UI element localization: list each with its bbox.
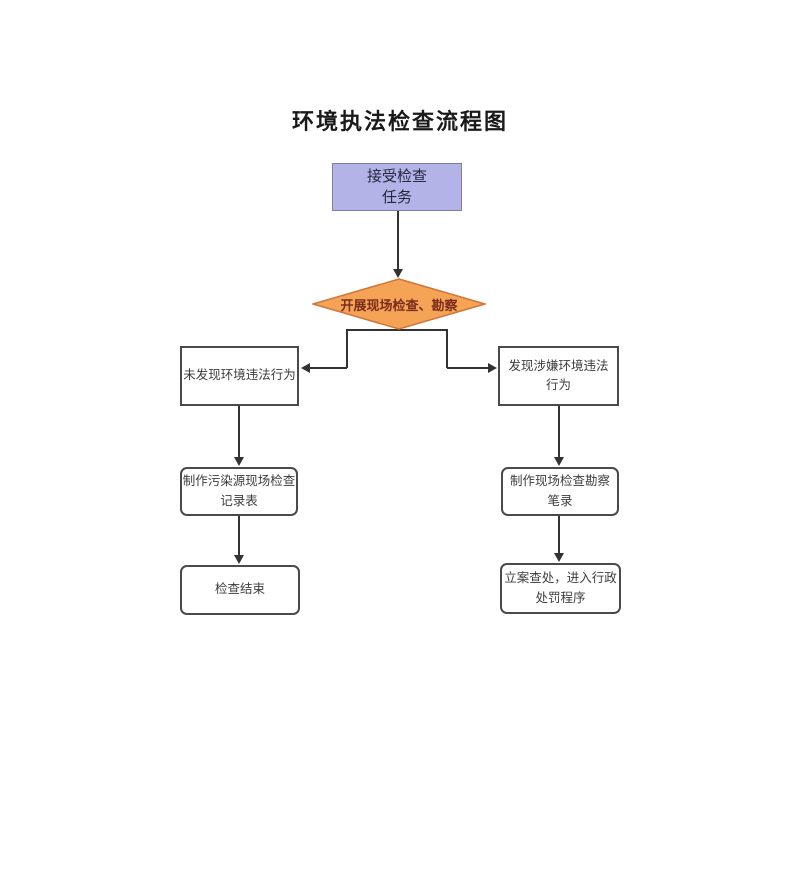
page-title: 环境执法检查流程图 [291,109,508,134]
arrow-no-violation-to-record-form [234,406,244,466]
arrow-survey-notes-to-filing [554,516,564,562]
arrow-start-to-decision [393,211,403,278]
node-filing-label: 立案查处，进入行政 处罚程序 [504,571,617,605]
node-record-form: 制作污染源现场检查 记录表 [180,467,298,516]
decision-diamond-shape [312,278,486,330]
node-no-violation-label: 未发现环境违法行为 [183,368,296,383]
arrow-record-form-to-end [234,516,244,564]
node-decision: 开展现场检查、勘察 [312,278,486,330]
node-violation-found: 发现涉嫌环境违法 行为 [498,346,619,406]
node-end-label: 检查结束 [214,582,265,597]
node-record-form-label: 制作污染源现场检查 记录表 [182,474,296,508]
arrow-branch-to-no-violation [301,363,347,373]
node-start-label: 接受检查 任务 [366,168,427,206]
arrow-violation-found-to-survey-notes [554,406,564,466]
node-decision-label: 开展现场检查、勘察 [340,297,458,313]
node-survey-notes: 制作现场检查勘察 笔录 [501,467,619,516]
node-no-violation: 未发现环境违法行为 [180,346,299,406]
node-violation-found-label: 发现涉嫌环境违法 行为 [508,358,609,392]
node-start: 接受检查 任务 [332,163,462,211]
node-filing: 立案查处，进入行政 处罚程序 [500,563,621,614]
branch-bracket [346,329,448,368]
arrow-branch-to-violation-found [447,363,497,373]
node-survey-notes-label: 制作现场检查勘察 笔录 [509,474,610,508]
node-end: 检查结束 [180,565,300,615]
